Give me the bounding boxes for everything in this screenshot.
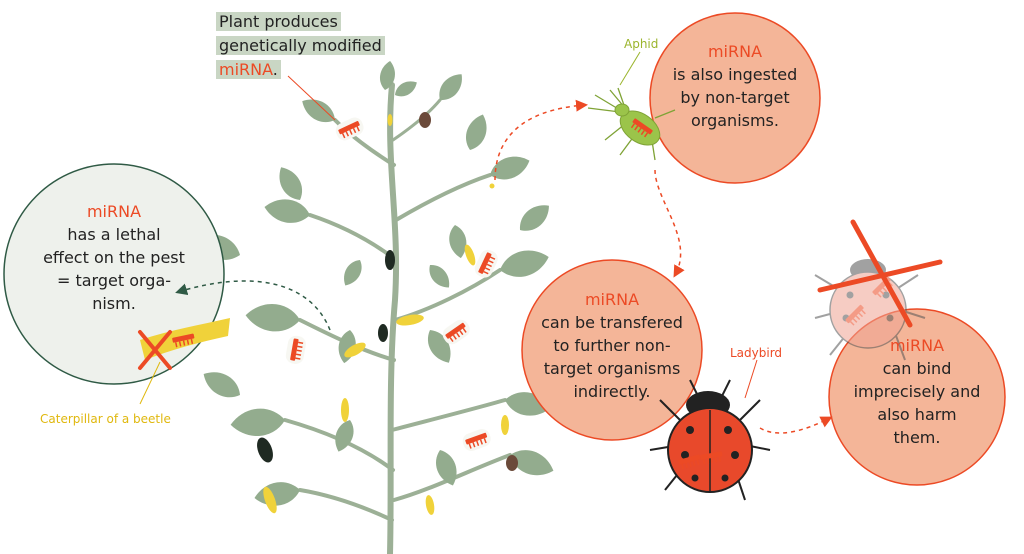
harm-circle-line: also harm	[877, 405, 957, 424]
aphid-circle-shape	[649, 12, 821, 184]
beetles-on-plant	[257, 112, 518, 471]
transfer-circle-line: indirectly.	[573, 382, 651, 401]
transfer-circle-line: target organisms	[543, 359, 681, 378]
cross-icon-ladybird	[817, 219, 943, 328]
plant-caption-mirna: miRNA	[219, 60, 273, 79]
pest-circle-line: has a lethal	[67, 225, 161, 244]
harm-circle-text: miRNA can bind imprecisely and also harm…	[837, 334, 997, 449]
plant-caption-line1: Plant produces	[216, 12, 341, 31]
transfer-circle-line: to further non-	[553, 336, 671, 355]
harm-circle-title: miRNA	[889, 336, 945, 355]
aphid-circle-title: miRNA	[707, 42, 763, 61]
aphid-icon	[587, 87, 676, 161]
big-caterpillar	[138, 318, 230, 370]
small-caterpillars	[263, 114, 509, 515]
ladybird-icon	[649, 379, 771, 501]
arrow-ladybird-to-harm	[759, 416, 833, 434]
harm-circle-line: them.	[893, 428, 941, 447]
plant-stems	[283, 82, 512, 554]
arrow-plant-to-pest	[175, 280, 331, 331]
aphid-circle-line: organisms.	[691, 111, 779, 130]
caterpillar-label: Caterpillar of a beetle	[40, 412, 171, 426]
plant	[192, 59, 558, 554]
aphid-circle-line: is also ingested	[672, 65, 798, 84]
pest-circle-line: = target orga-	[56, 271, 172, 290]
plant-caption-period: .	[272, 60, 278, 79]
plant-caption-line2: genetically modified	[216, 36, 385, 55]
harm-circle-line: can bind	[882, 359, 952, 378]
pest-circle-text: miRNA has a lethal effect on the pest = …	[14, 200, 214, 315]
ladybird-label: Ladybird	[730, 346, 783, 360]
arrows	[175, 99, 833, 434]
arrow-plant-to-aphid	[494, 99, 588, 181]
faded-ladybird-icon	[814, 259, 926, 361]
transfer-circle-line: can be transfered	[541, 313, 683, 332]
pest-circle-shape	[3, 163, 225, 385]
aphid-label: Aphid	[624, 37, 659, 51]
transfer-circle-shape	[521, 259, 703, 441]
pest-circle-title: miRNA	[86, 202, 142, 221]
aphid-circle-text: miRNA is also ingested by non-target org…	[652, 40, 818, 132]
pest-circle-line: effect on the pest	[43, 248, 185, 267]
plant-mirna-marks	[285, 117, 498, 451]
aphid-circle-line: by non-target	[680, 88, 790, 107]
arrow-aphid-to-transfer	[654, 169, 685, 278]
plant-leaves	[192, 59, 558, 510]
pest-circle-line: nism.	[92, 294, 136, 313]
transfer-circle-title: miRNA	[584, 290, 640, 309]
harm-circle-shape	[828, 308, 1006, 486]
transfer-circle-text: miRNA can be transfered to further non- …	[522, 288, 702, 403]
cross-icon	[138, 330, 172, 370]
plant-caption-line3-wrap: miRNA.	[216, 60, 281, 79]
pointer-lines	[139, 51, 758, 405]
harm-circle-line: imprecisely and	[853, 382, 981, 401]
plant-caption: Plant produces genetically modified miRN…	[216, 10, 416, 82]
